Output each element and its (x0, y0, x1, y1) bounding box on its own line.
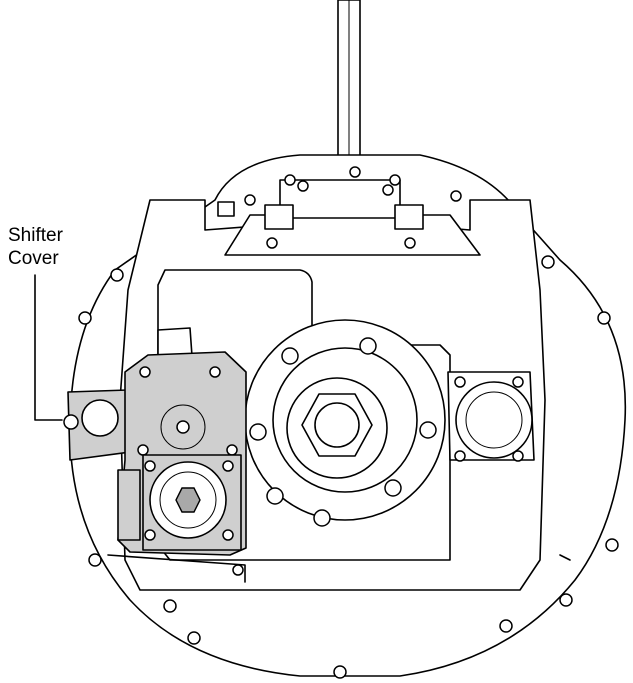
case-recess (157, 269, 451, 561)
input-bearing-retainer (244, 319, 446, 527)
top-cover (217, 166, 481, 256)
pto-opening (447, 371, 535, 462)
callout-leader-line (34, 274, 63, 421)
lower-flange (107, 554, 571, 583)
shifter-cover (63, 351, 247, 556)
bell-housing-bolts (78, 190, 619, 679)
shifter-cover-label: Shifter Cover (8, 225, 63, 269)
